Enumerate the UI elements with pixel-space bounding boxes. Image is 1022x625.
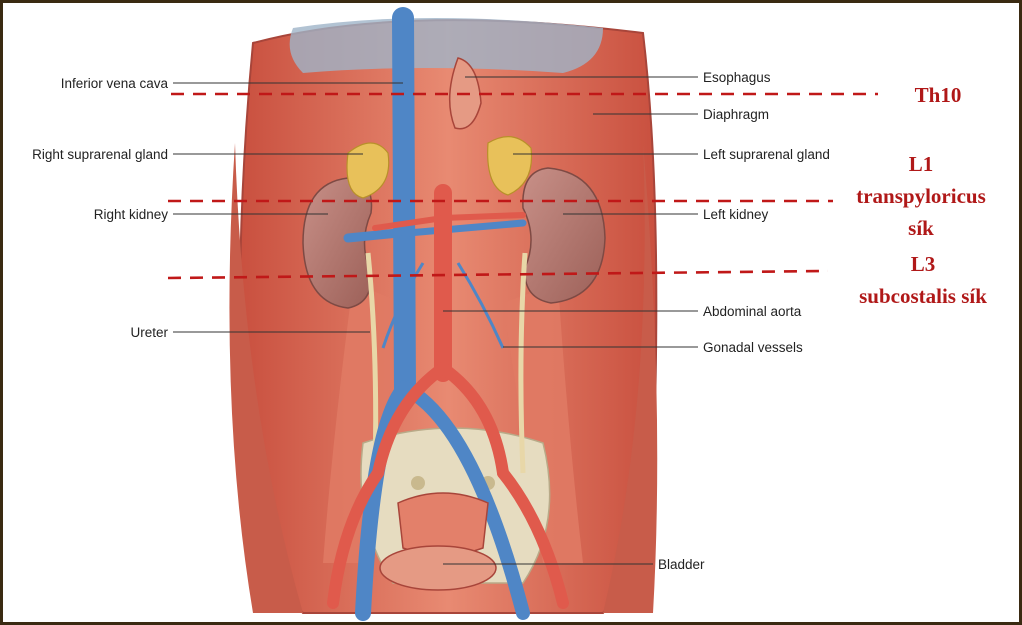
l3-level-line <box>167 269 829 280</box>
label-leader-lines <box>173 76 698 565</box>
label-right-suprarenal-gland: Right suprarenal gland <box>32 147 168 162</box>
label-esophagus: Esophagus <box>703 70 771 85</box>
label-diaphragm: Diaphragm <box>703 107 769 122</box>
level-l1: L1 <box>909 152 934 176</box>
left-suprarenal-gland-shape <box>487 136 533 196</box>
right-psoas-muscle <box>323 283 403 563</box>
label-left-suprarenal-gland: Left suprarenal gland <box>703 147 830 162</box>
abdominal-aorta-shape <box>327 184 569 609</box>
label-gonadal-vessels: Gonadal vessels <box>703 340 803 355</box>
level-l1-plane-name: transpyloricus <box>856 184 986 208</box>
label-left-kidney: Left kidney <box>703 207 769 222</box>
label-bladder: Bladder <box>658 557 705 572</box>
level-l3-plane-name: subcostalis sík <box>859 284 987 308</box>
left-ureter <box>518 252 528 474</box>
label-right-kidney: Right kidney <box>94 207 169 222</box>
label-ureter: Ureter <box>130 325 168 340</box>
gonadal-vessels-shape <box>456 262 505 349</box>
right-suprarenal-gland-shape <box>346 142 390 199</box>
label-inferior-vena-cava: Inferior vena cava <box>61 76 169 91</box>
anatomy-illustration: Inferior vena cava Right suprarenal glan… <box>32 7 987 621</box>
level-l3: L3 <box>911 252 936 276</box>
label-abdominal-aorta: Abdominal aorta <box>703 304 802 319</box>
level-l1-plane-word: sík <box>908 216 934 240</box>
bladder-shape <box>379 492 497 591</box>
level-th10: Th10 <box>915 83 962 107</box>
